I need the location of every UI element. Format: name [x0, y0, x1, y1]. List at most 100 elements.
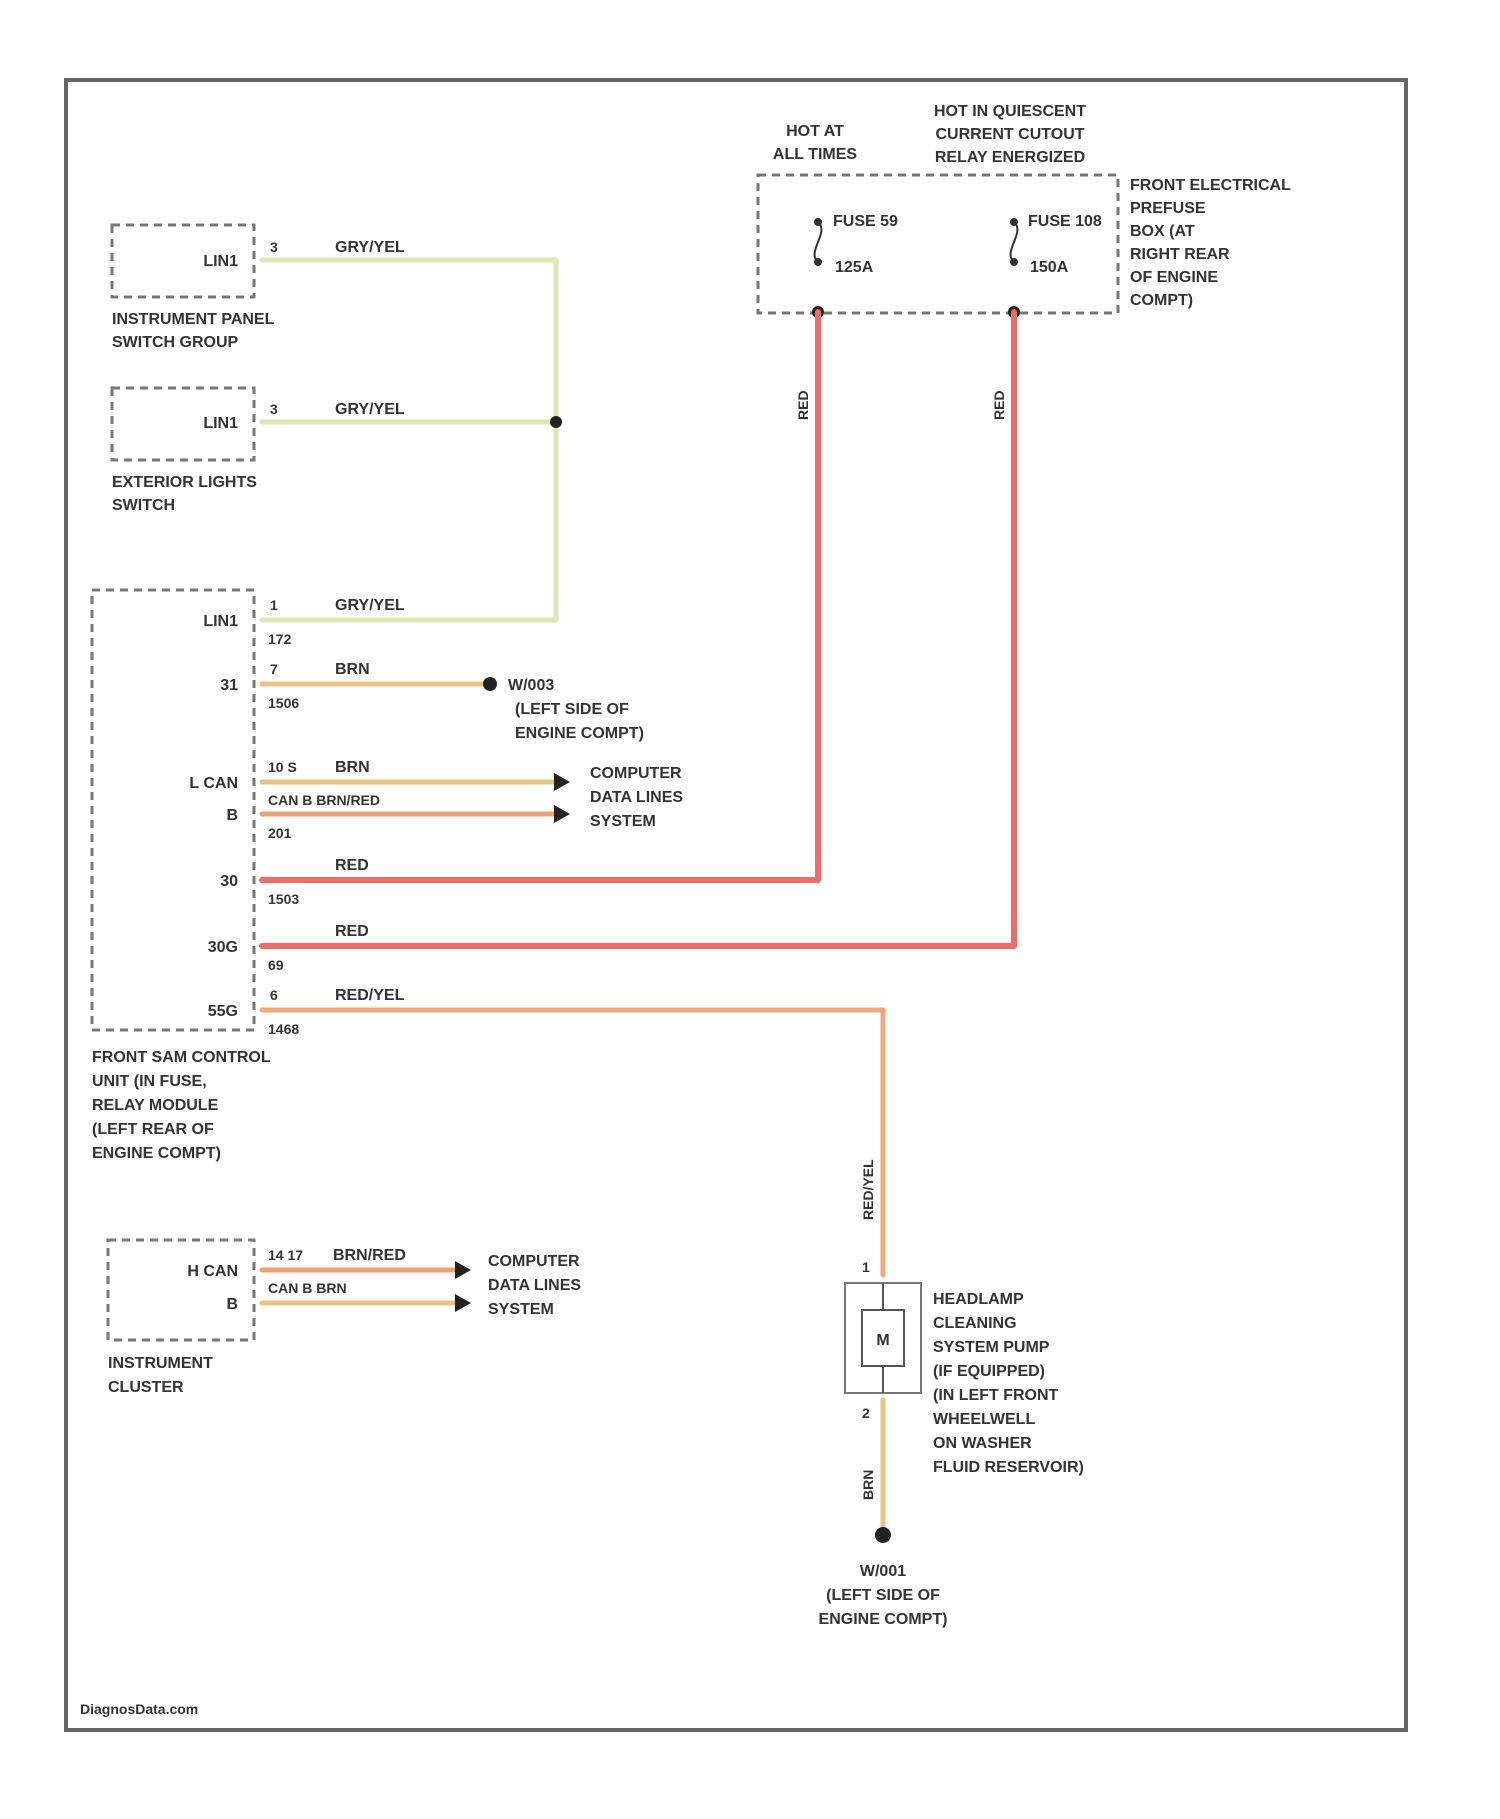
prefuse-box: HOT AT ALL TIMES HOT IN QUIESCENT CURREN… — [758, 103, 1291, 318]
instrument-cluster: H CAN 14 17 BRN/RED B CAN B BRN INSTRUME… — [108, 1240, 406, 1396]
sam-pin-lin1-wire: GRY/YEL — [335, 597, 405, 614]
sam-pin-lin1-circuit: 172 — [268, 631, 292, 647]
arrow-can-b — [554, 805, 570, 823]
pump-label-4: (IF EQUIPPED) — [933, 1363, 1045, 1380]
cluster-label-2: CLUSTER — [108, 1379, 184, 1396]
data-lines-lower-2: DATA LINES — [488, 1277, 581, 1294]
sam-pin-55g-circuit: 1468 — [268, 1021, 299, 1037]
prefuse-label-3: BOX (AT — [1130, 223, 1195, 240]
sam-pin-30g-name: 30G — [208, 939, 238, 956]
pump-label-7: ON WASHER — [933, 1435, 1032, 1452]
els-label-1: EXTERIOR LIGHTS — [112, 474, 257, 491]
wire-b-color-label: RED — [991, 390, 1007, 420]
gry-yel-splice — [550, 416, 562, 428]
ground-upper-label-3: ENGINE COMPT) — [515, 725, 644, 742]
hot-at-all-times-line-1: HOT AT — [786, 123, 844, 140]
data-lines-lower-1: COMPUTER — [488, 1253, 580, 1270]
cluster-pin-hcan-name: H CAN — [187, 1263, 238, 1280]
prefuse-label-1: FRONT ELECTRICAL — [1130, 177, 1291, 194]
sam-label-5: ENGINE COMPT) — [92, 1145, 221, 1162]
sam-pin-30g-circuit: 69 — [268, 957, 284, 973]
sam-pin-30-wire: RED — [335, 857, 369, 874]
cluster-label-1: INSTRUMENT — [108, 1355, 213, 1372]
prefuse-label-5: OF ENGINE — [1130, 269, 1218, 286]
sam-pin-lin1-no: 1 — [270, 597, 278, 613]
hot-at-all-times-line-2: ALL TIMES — [773, 146, 857, 163]
fuse-59-rating: 125A — [835, 259, 874, 276]
ground-w001-dot — [875, 1527, 891, 1543]
sam-pin-55g-name: 55G — [208, 1003, 238, 1020]
sam-pin-b-circuit: 201 — [268, 825, 292, 841]
wire-a-color-label: RED — [795, 390, 811, 420]
cluster-pin-b-wire: CAN B BRN — [268, 1280, 347, 1296]
exterior-lights-switch: LIN1 3 GRY/YEL EXTERIOR LIGHTS SWITCH — [112, 388, 405, 514]
prefuse-box-outline — [758, 175, 1118, 313]
data-lines-upper-1: COMPUTER — [590, 765, 682, 782]
data-lines-upper-3: SYSTEM — [590, 813, 656, 830]
ips-label-2: SWITCH GROUP — [112, 334, 239, 351]
sam-pin-31-no: 7 — [270, 661, 278, 677]
fuse-108: FUSE 108 150A — [1010, 213, 1102, 276]
pump-label-2: CLEANING — [933, 1315, 1017, 1332]
ips-pin-no: 3 — [270, 239, 278, 255]
sam-pin-30-name: 30 — [220, 873, 238, 890]
prefuse-label-4: RIGHT REAR — [1130, 246, 1230, 263]
wire-gry-yel-bus — [262, 260, 556, 620]
prefuse-label-6: COMPT) — [1130, 292, 1193, 309]
sam-label-1: FRONT SAM CONTROL — [92, 1049, 271, 1066]
els-pin-no: 3 — [270, 401, 278, 417]
sam-pin-30-circuit: 1503 — [268, 891, 299, 907]
fuse-59-name: FUSE 59 — [833, 213, 898, 230]
sam-pin-lcan-no: 10 S — [268, 759, 297, 775]
pump-motor-symbol: M — [876, 1332, 889, 1349]
ground-lower-label-1: W/001 — [860, 1563, 906, 1580]
data-lines-upper-2: DATA LINES — [590, 789, 683, 806]
els-pin-name: LIN1 — [203, 415, 238, 432]
sam-pin-55g-no: 6 — [270, 987, 278, 1003]
sam-pin-31-circuit: 1506 — [268, 695, 299, 711]
ground-w003-dot — [483, 677, 497, 691]
arrow-l-can — [554, 773, 570, 791]
arrow-cluster-can-b — [455, 1294, 471, 1312]
pump-label-3: SYSTEM PUMP — [933, 1339, 1050, 1356]
ground-upper-label-1: W/003 — [508, 677, 554, 694]
sam-pin-55g-wire: RED/YEL — [335, 987, 405, 1004]
sam-pin-30g-wire: RED — [335, 923, 369, 940]
pump-pin-top: 1 — [862, 1259, 870, 1275]
arrow-h-can — [455, 1261, 471, 1279]
sam-label-4: (LEFT REAR OF — [92, 1121, 214, 1138]
wires — [262, 260, 1014, 1543]
fuse-108-rating: 150A — [1030, 259, 1069, 276]
sam-label-2: UNIT (IN FUSE, — [92, 1073, 207, 1090]
els-label-2: SWITCH — [112, 497, 175, 514]
data-lines-lower-3: SYSTEM — [488, 1301, 554, 1318]
instrument-cluster-outline — [108, 1240, 254, 1340]
pump-label-8: FLUID RESERVOIR) — [933, 1459, 1084, 1476]
sam-pin-lcan-wire: BRN — [335, 759, 370, 776]
pump-label-1: HEADLAMP — [933, 1291, 1024, 1308]
hot-in-quiescent-line-2: CURRENT CUTOUT — [935, 126, 1084, 143]
cluster-pin-hcan-wire: BRN/RED — [333, 1247, 406, 1264]
fuse-108-name: FUSE 108 — [1028, 213, 1102, 230]
footer-watermark: DiagnosData.com — [80, 1701, 198, 1717]
ips-pin-name: LIN1 — [203, 253, 238, 270]
cluster-pin-b-name: B — [226, 1296, 238, 1313]
sam-pin-31-wire: BRN — [335, 661, 370, 678]
ground-lower-label-2: (LEFT SIDE OF — [826, 1587, 940, 1604]
hot-in-quiescent-line-1: HOT IN QUIESCENT — [934, 103, 1086, 120]
sam-pin-b-wire: CAN B BRN/RED — [268, 792, 380, 808]
prefuse-label-2: PREFUSE — [1130, 200, 1206, 217]
hot-in-quiescent-line-3: RELAY ENERGIZED — [935, 149, 1085, 166]
pump-wire-in-label: RED/YEL — [860, 1159, 876, 1220]
cluster-pin-hcan-no: 14 17 — [268, 1247, 303, 1263]
pump-wire-out-label: BRN — [860, 1470, 876, 1500]
front-sam-module: LIN1 1 172 GRY/YEL 31 7 1506 BRN L CAN 1… — [92, 590, 405, 1162]
sam-pin-lin1-name: LIN1 — [203, 613, 238, 630]
sam-pin-b-name: B — [226, 807, 238, 824]
instrument-panel-switch: LIN1 3 GRY/YEL INSTRUMENT PANEL SWITCH G… — [112, 225, 405, 351]
sam-pin-lcan-name: L CAN — [189, 775, 238, 792]
ips-label-1: INSTRUMENT PANEL — [112, 311, 275, 328]
wire-red-yel-pump — [262, 1010, 883, 1275]
pump-pin-bottom: 2 — [862, 1405, 870, 1421]
